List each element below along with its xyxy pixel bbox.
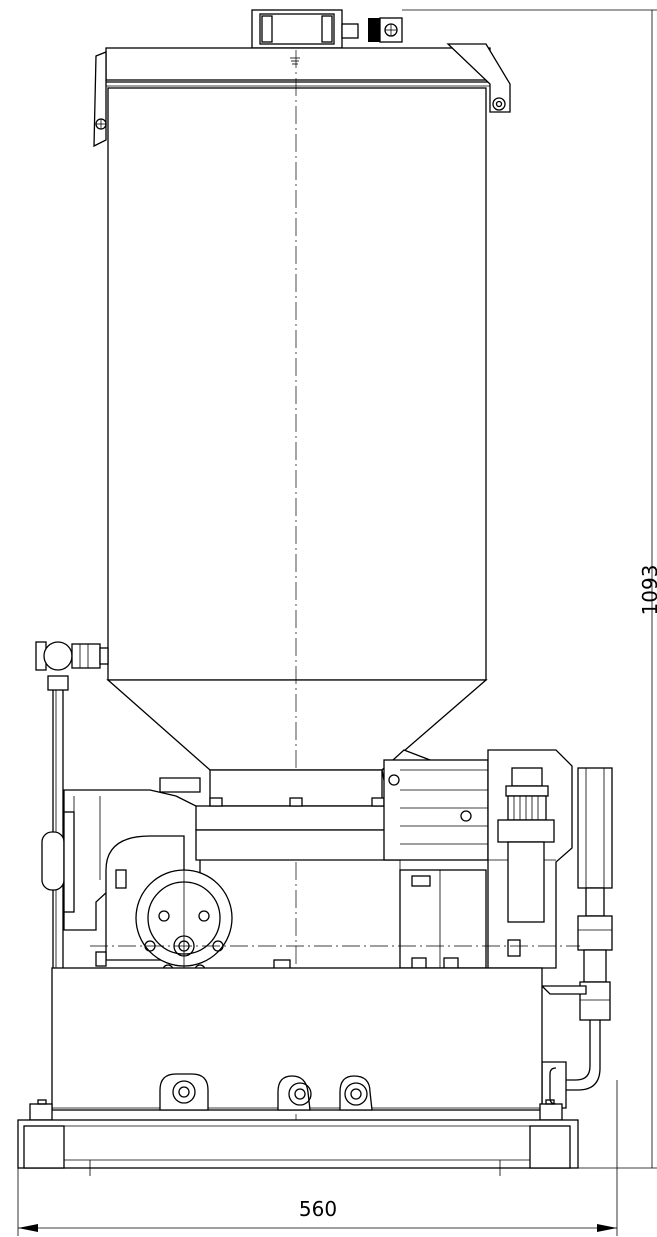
right-lid-bracket <box>446 43 511 113</box>
pressure-gauge <box>540 767 613 1109</box>
top-filler-coupling <box>251 9 657 49</box>
base-tank <box>51 967 543 1111</box>
reservoir-cone <box>106 679 488 771</box>
width-dimension-label: 560 <box>299 1197 337 1221</box>
reservoir-lid <box>105 47 491 87</box>
height-dimension: 1093 <box>578 10 657 1169</box>
left-lid-bracket <box>93 51 107 148</box>
pump-flange <box>183 769 401 971</box>
reservoir-cylinder <box>107 87 487 681</box>
width-dimension: 560 <box>17 1080 618 1236</box>
level-indicator-tube <box>35 641 109 1104</box>
height-dimension-label: 1093 <box>638 565 657 616</box>
right-motor-assembly <box>381 749 573 969</box>
base-frame <box>17 1099 579 1176</box>
